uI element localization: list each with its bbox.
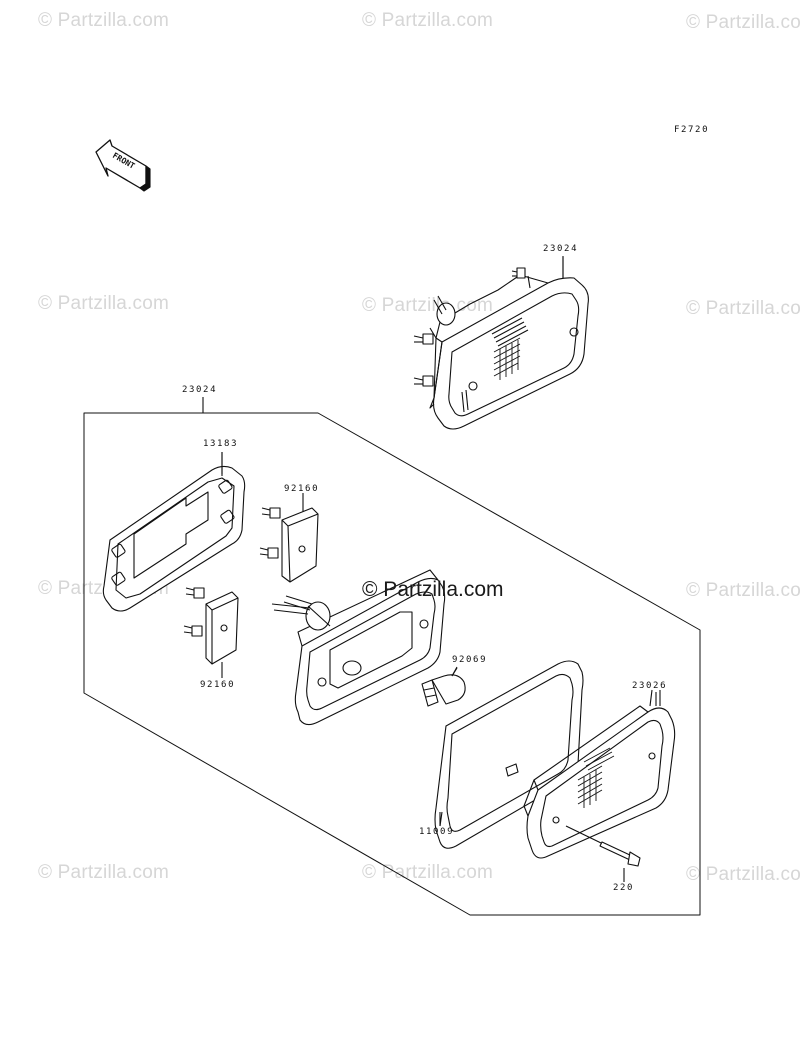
socket-upper <box>259 493 319 583</box>
callout-13183[interactable]: 13183 <box>203 439 239 449</box>
screw <box>565 825 641 882</box>
callout-23024-upper[interactable]: 23024 <box>543 244 579 254</box>
turn-signal-assembly-upper <box>413 256 589 430</box>
watermark-center: © Partzilla.com <box>362 578 504 601</box>
watermark: © Partzilla.com <box>686 580 800 601</box>
front-arrow-icon: FRONT <box>95 139 151 192</box>
watermark: © Partzilla.com <box>38 10 170 31</box>
stud <box>511 267 526 279</box>
bulb <box>421 667 466 707</box>
watermark: © Partzilla.com <box>362 10 494 31</box>
watermark: © Partzilla.com <box>38 293 170 314</box>
watermark: © Partzilla.com <box>38 862 170 883</box>
lens <box>523 689 676 859</box>
callout-220[interactable]: 220 <box>613 883 635 893</box>
stud <box>413 375 434 387</box>
callout-11009[interactable]: 11009 <box>419 827 455 837</box>
watermark: © Partzilla.com <box>686 864 800 885</box>
stud <box>413 333 434 345</box>
figure-code: F2720 <box>674 125 710 135</box>
watermark: © Partzilla.com <box>362 862 494 883</box>
lamp-housing <box>271 569 446 726</box>
mounting-plate <box>102 452 246 612</box>
assembly-outline <box>83 412 701 916</box>
callout-92160-lower[interactable]: 92160 <box>200 680 236 690</box>
socket-lower <box>183 587 239 678</box>
callout-23024-lower[interactable]: 23024 <box>182 385 218 395</box>
watermark: © Partzilla.com <box>362 295 494 316</box>
callout-92069[interactable]: 92069 <box>452 655 488 665</box>
watermark: © Partzilla.com <box>686 12 800 33</box>
callout-92160-upper[interactable]: 92160 <box>284 484 320 494</box>
callout-23026[interactable]: 23026 <box>632 681 668 691</box>
leader-line <box>451 666 458 677</box>
watermark: © Partzilla.com <box>686 298 800 319</box>
